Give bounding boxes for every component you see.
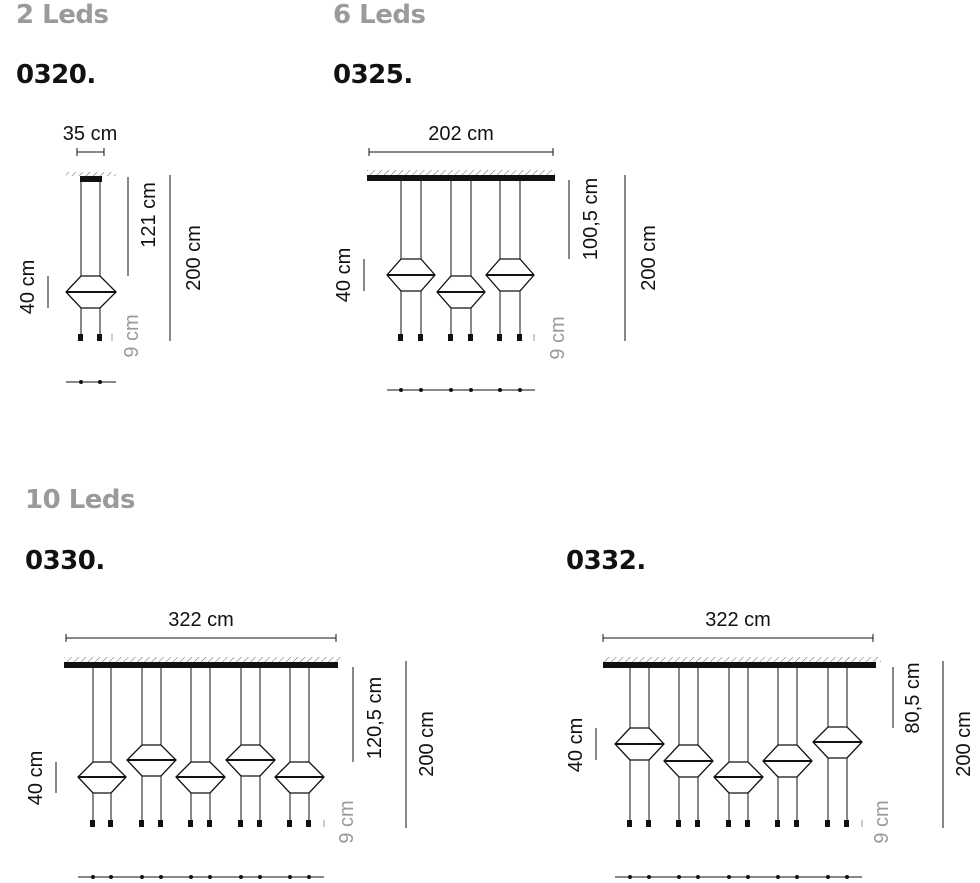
- height-label: 200 cm: [416, 711, 438, 777]
- drop-label: 121 cm: [138, 182, 160, 248]
- drop-label: 120,5 cm: [364, 677, 386, 759]
- group-title-6-leds: 6 Leds: [333, 0, 426, 30]
- drawing-0320: 35 cm 121 cm 200 cm 40 cm 9 cm: [17, 123, 205, 384]
- pendant: [175, 668, 226, 827]
- drawing-0325: 202 cm: [333, 123, 660, 392]
- pendant: [485, 181, 535, 341]
- ceiling-hatch: [603, 657, 881, 662]
- plan-point: [79, 380, 83, 384]
- model-code-0320: 0320.: [16, 60, 96, 90]
- lamp-label: 40 cm: [333, 248, 355, 302]
- model-code-0325: 0325.: [333, 60, 413, 90]
- drop-label: 100,5 cm: [580, 178, 602, 260]
- ceiling-canopy: [603, 662, 876, 668]
- tip-label: 9 cm: [871, 800, 893, 843]
- pendant: [812, 668, 863, 827]
- ceiling-canopy: [80, 176, 102, 182]
- pendant: [614, 668, 665, 827]
- group-title-10-leds: 10 Leds: [25, 485, 136, 515]
- height-label: 200 cm: [183, 225, 205, 291]
- width-label: 202 cm: [428, 123, 494, 145]
- ceiling-hatch: [66, 172, 116, 176]
- ceiling-hatch: [367, 170, 555, 175]
- pendant: [663, 668, 714, 827]
- pendant: [77, 668, 127, 827]
- model-code-0330: 0330.: [25, 546, 105, 576]
- led-tip: [97, 334, 102, 341]
- width-label: 322 cm: [705, 609, 771, 631]
- ceiling-hatch: [64, 657, 342, 662]
- lamp-label: 40 cm: [565, 718, 587, 772]
- height-label: 200 cm: [953, 711, 975, 777]
- pendant: [274, 668, 325, 827]
- drop-label: 80,5 cm: [902, 662, 924, 733]
- pendant: [225, 668, 276, 827]
- group-title-2-leds: 2 Leds: [16, 0, 109, 30]
- drawing-0332: 322 cm: [565, 609, 975, 879]
- pendant: [386, 181, 436, 341]
- tip-label: 9 cm: [547, 316, 569, 359]
- height-label: 200 cm: [638, 225, 660, 291]
- width-label: 35 cm: [63, 123, 117, 145]
- pendant: [126, 668, 177, 827]
- plan-point: [98, 380, 102, 384]
- pendant: [436, 181, 486, 341]
- pendant: [713, 668, 764, 827]
- pendant: [762, 668, 813, 827]
- lamp-label: 40 cm: [25, 751, 47, 805]
- tip-label: 9 cm: [121, 314, 143, 357]
- led-tip: [78, 334, 83, 341]
- ceiling-canopy: [367, 175, 555, 181]
- drawing-0330: 322 cm: [25, 609, 438, 879]
- model-code-0332: 0332.: [566, 546, 646, 576]
- ceiling-canopy: [64, 662, 338, 668]
- tip-label: 9 cm: [336, 800, 358, 843]
- width-label: 322 cm: [168, 609, 234, 631]
- lamp-label: 40 cm: [17, 260, 39, 314]
